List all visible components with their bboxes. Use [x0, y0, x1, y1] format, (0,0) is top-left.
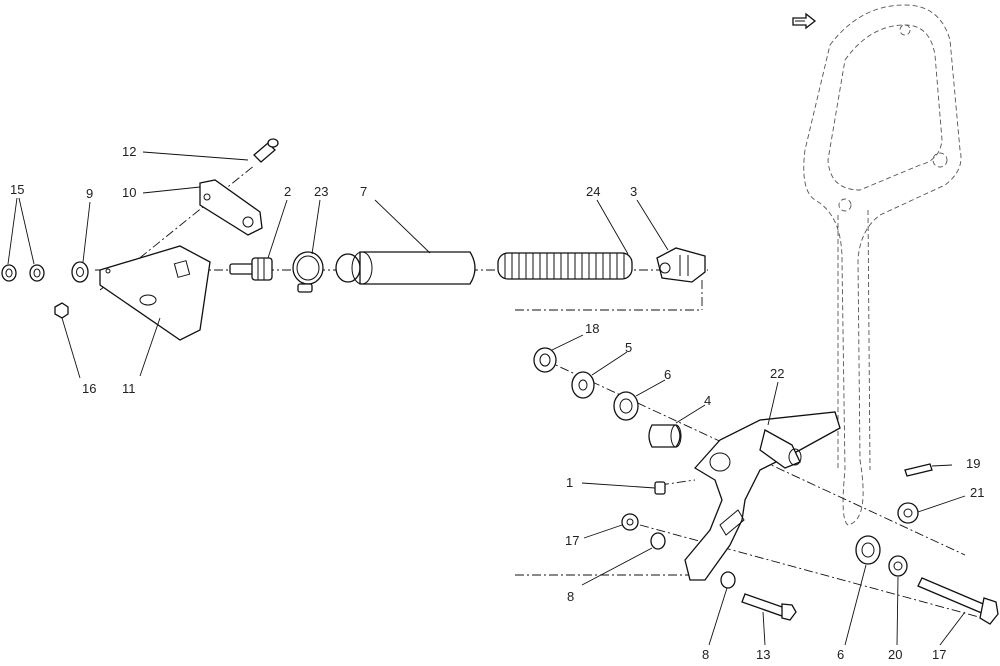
part-24-spring [497, 252, 633, 280]
part-8-bushing-lower [720, 571, 736, 589]
callout-5: 5 [625, 340, 632, 355]
part-17-bolt-lower [917, 577, 999, 625]
callout-labels: 15 9 16 11 12 10 2 23 7 24 3 18 5 6 4 22… [10, 144, 984, 662]
callout-3: 3 [630, 184, 637, 199]
part-18-nut [533, 347, 557, 373]
callout-23: 23 [314, 184, 328, 199]
callout-24: 24 [586, 184, 600, 199]
callout-1: 1 [566, 475, 573, 490]
callout-17-upper: 17 [565, 533, 579, 548]
callout-18: 18 [585, 321, 599, 336]
part-6-washer-lower [855, 535, 881, 565]
frame-ghost-outline [803, 4, 962, 526]
hand-pointer-icon [792, 12, 817, 30]
callout-13: 13 [756, 647, 770, 661]
callout-20: 20 [888, 647, 902, 661]
callout-9: 9 [86, 186, 93, 201]
callout-17-lower: 17 [932, 647, 946, 661]
part-10-link-plate [199, 179, 263, 236]
callout-4: 4 [704, 393, 711, 408]
part-3-fitting [656, 247, 706, 283]
part-16-nut [54, 302, 69, 319]
callout-22: 22 [770, 366, 784, 381]
part-20-washer [888, 555, 908, 577]
callout-2: 2 [284, 184, 291, 199]
part-12-pin [253, 138, 279, 163]
callout-8-upper: 8 [567, 589, 574, 604]
part-22-pedal-lever [684, 411, 841, 581]
callout-8-lower: 8 [702, 647, 709, 661]
part-4-bushing [648, 424, 682, 448]
callout-15: 15 [10, 182, 24, 197]
callout-21: 21 [970, 485, 984, 500]
callout-leaders [7, 151, 966, 646]
callout-19: 19 [966, 456, 980, 471]
callout-6-lower: 6 [837, 647, 844, 661]
part-8-bushing-upper [650, 532, 666, 550]
part-15-nut-a [1, 264, 17, 282]
part-15-nut-b [29, 264, 45, 282]
part-2-clevis-rod [229, 257, 273, 281]
callout-6-upper: 6 [664, 367, 671, 382]
part-7-sleeve [335, 251, 476, 285]
part-23-clamp [292, 251, 324, 293]
callout-12: 12 [122, 144, 136, 159]
part-5-spacer [571, 371, 595, 399]
part-9-washer [71, 261, 89, 283]
callout-7: 7 [360, 184, 367, 199]
part-11-bracket [99, 245, 211, 341]
callout-11: 11 [122, 381, 136, 396]
callout-16: 16 [82, 381, 96, 396]
callout-10: 10 [122, 185, 136, 200]
part-21-washer [897, 502, 919, 524]
part-17-nut-upper [621, 513, 639, 531]
part-19-pin [904, 463, 933, 477]
part-1-grease-fitting [654, 481, 666, 495]
part-13-bolt [741, 593, 797, 621]
part-6-washer-upper [613, 391, 639, 421]
